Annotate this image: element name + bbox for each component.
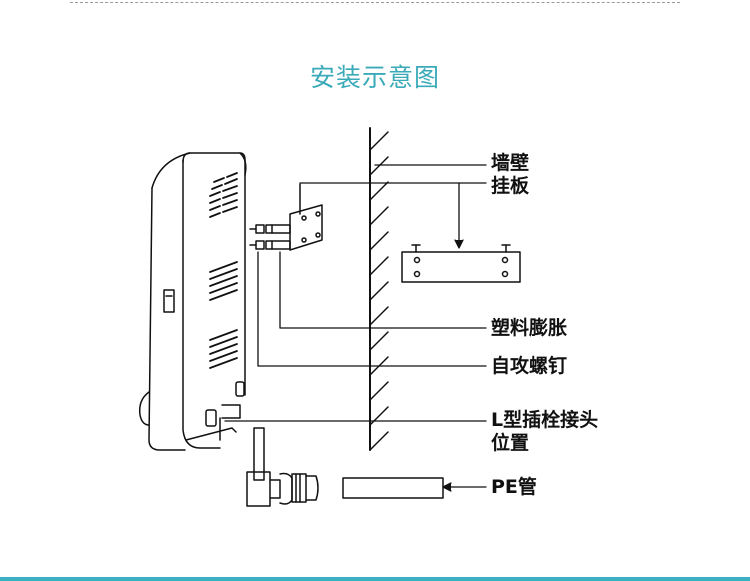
label-plastic-anchor: 塑料膨胀 xyxy=(491,317,568,339)
wall-section xyxy=(369,127,389,451)
side-handle xyxy=(163,289,175,313)
screws-and-anchors xyxy=(249,224,291,250)
hanging-plate-detail xyxy=(401,244,521,283)
l-connector-fitting xyxy=(221,404,241,419)
pe-pipe xyxy=(342,477,444,499)
bottom-accent-bar xyxy=(0,577,750,581)
leader-lines xyxy=(224,164,487,492)
label-hanging-plate: 挂板 xyxy=(491,175,530,197)
diagram-title: 安装示意图 xyxy=(309,63,440,92)
label-l-connector-line2: 位置 xyxy=(491,432,530,454)
label-self-tapping-screw: 自攻螺钉 xyxy=(491,355,568,377)
appliance-unit xyxy=(138,152,247,451)
unit-port-upper xyxy=(235,381,245,397)
vent-grille-middle xyxy=(209,261,238,301)
label-pe-pipe: PE管 xyxy=(491,476,537,498)
vent-grille-bottom xyxy=(209,329,238,369)
top-dashed-divider xyxy=(70,2,680,3)
hanging-plate-perspective xyxy=(289,183,323,251)
label-l-connector-line1: L型插栓接头 xyxy=(491,409,599,431)
unit-port-lower xyxy=(205,409,217,427)
vent-grille-top xyxy=(209,172,238,218)
base-foot xyxy=(138,391,150,426)
l-plug-connector xyxy=(246,427,319,507)
label-wall: 墙壁 xyxy=(491,152,530,174)
